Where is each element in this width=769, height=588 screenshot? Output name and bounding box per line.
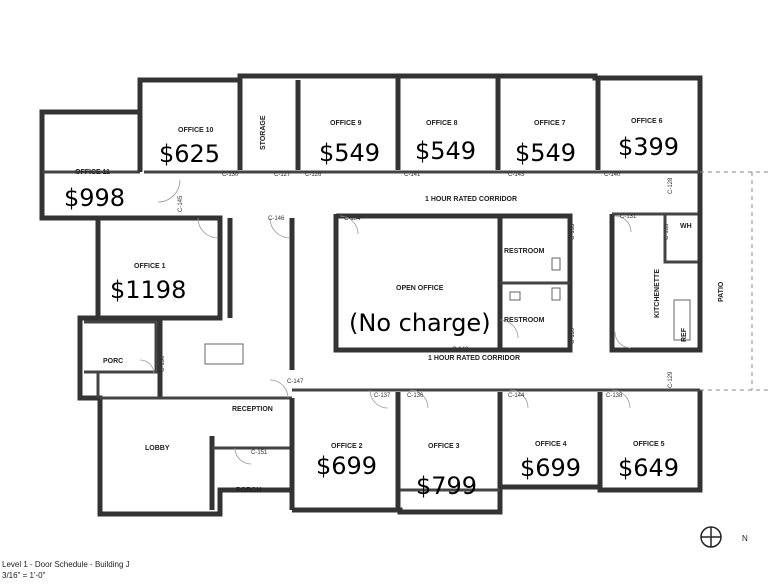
door-tag-c133: C-133 xyxy=(664,223,670,240)
door-tag-c141: C-141 xyxy=(404,172,421,178)
room-label-wh: WH xyxy=(680,223,692,230)
price-open-office: (No charge) xyxy=(349,309,491,337)
door-tag-c151: C-151 xyxy=(251,450,268,456)
price-office-6: $399 xyxy=(618,133,679,161)
door-swings xyxy=(139,179,632,465)
room-label-patio: PATIO xyxy=(718,281,725,302)
price-office-4: $699 xyxy=(520,454,581,482)
room-label-office-11: OFFICE 11 xyxy=(75,169,110,176)
door-tag-c138: C-138 xyxy=(606,393,623,399)
price-office-10: $625 xyxy=(159,140,220,168)
door-tag-c130: C-130 xyxy=(222,172,239,178)
price-office-9: $549 xyxy=(319,139,380,167)
corridor-label-lower: 1 HOUR RATED CORRIDOR xyxy=(428,355,520,362)
room-label-office-8: OFFICE 8 xyxy=(426,120,458,127)
room-label-storage: STORAGE xyxy=(260,115,267,150)
price-office-8: $549 xyxy=(415,137,476,165)
room-label-office-9: OFFICE 9 xyxy=(330,120,362,127)
door-tag-c135: C-135 xyxy=(570,223,576,240)
room-label-office-2: OFFICE 2 xyxy=(331,443,363,450)
door-tag-c149: C-149 xyxy=(201,216,218,222)
door-tag-c150: C-150 xyxy=(160,355,166,372)
door-tag-c137: C-137 xyxy=(374,393,391,399)
interior-walls xyxy=(84,212,700,512)
room-label-office-6: OFFICE 6 xyxy=(631,118,663,125)
corridor-label-upper: 1 HOUR RATED CORRIDOR xyxy=(425,196,517,203)
door-tag-c145: C-145 xyxy=(178,195,184,212)
patio-boundary xyxy=(700,171,769,391)
price-office-5: $649 xyxy=(618,454,679,482)
door-tag-c146: C-146 xyxy=(268,216,285,222)
door-tag-c129: C-129 xyxy=(668,371,674,388)
door-tag-c131: C-131 xyxy=(620,214,637,220)
door-tag-c139: C-139 xyxy=(570,327,576,344)
door-tag-c143: C-143 xyxy=(508,172,525,178)
room-label-porch-1: PORC xyxy=(103,358,123,365)
price-office-7: $549 xyxy=(515,139,576,167)
north-label: N xyxy=(742,534,748,543)
room-label-porch-2: PORCH xyxy=(236,487,261,494)
room-label-office-5: OFFICE 5 xyxy=(633,441,665,448)
room-label-lobby: LOBBY xyxy=(145,445,170,452)
door-tag-c132: C-132 xyxy=(620,348,637,354)
fixtures xyxy=(204,257,691,365)
door-tag-c144: C-144 xyxy=(508,393,525,399)
door-tag-c142: C-142 xyxy=(452,347,469,353)
door-tag-c128: C-128 xyxy=(668,177,674,194)
room-label-office-10: OFFICE 10 xyxy=(178,127,214,134)
price-office-3: $799 xyxy=(416,472,477,500)
room-label-office-3: OFFICE 3 xyxy=(428,443,460,450)
door-tag-c134: C-134 xyxy=(344,216,361,222)
north-arrow-icon xyxy=(700,526,722,548)
door-tag-c126: C-126 xyxy=(305,172,322,178)
door-tag-c147: C-147 xyxy=(287,379,304,385)
door-tag-c140: C-140 xyxy=(604,172,621,178)
room-label-office-4: OFFICE 4 xyxy=(535,441,567,448)
room-label-office-7: OFFICE 7 xyxy=(534,120,566,127)
room-label-open-office: OPEN OFFICE xyxy=(396,285,444,292)
price-office-11: $998 xyxy=(64,184,125,212)
room-label-ref: REF xyxy=(681,327,688,342)
room-label-office-1: OFFICE 1 xyxy=(134,263,166,270)
door-tag-c127: C-127 xyxy=(274,172,291,178)
room-label-reception: RECEPTION xyxy=(232,406,273,413)
price-office-1: $1198 xyxy=(110,276,186,304)
top-office-walls xyxy=(42,78,700,174)
room-label-restroom-1: RESTROOM xyxy=(504,248,545,255)
room-label-restroom-2: RESTROOM xyxy=(504,317,545,324)
sheet-title: Level 1 - Door Schedule - Building J xyxy=(2,560,130,569)
price-office-2: $699 xyxy=(316,452,377,480)
sheet-scale: 3/16" = 1'-0" xyxy=(2,571,46,580)
door-tag-c136: C-136 xyxy=(407,393,424,399)
room-label-kitchenette: KITCHENETTE xyxy=(654,269,661,318)
